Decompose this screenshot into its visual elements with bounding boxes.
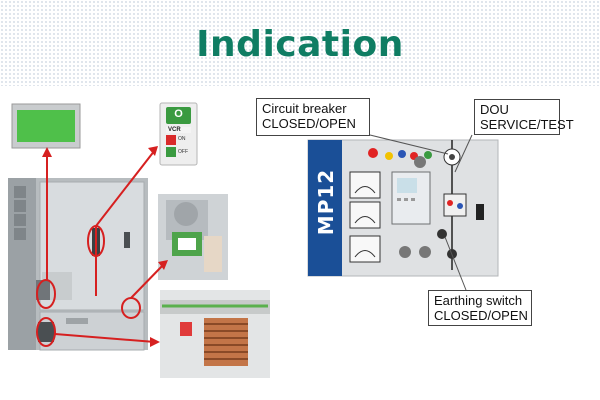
mechanism-photo — [158, 194, 228, 280]
dou-line2: SERVICE/TEST — [480, 117, 574, 132]
mp12-control-panel — [307, 134, 499, 291]
earthing-switch-line2: CLOSED/OPEN — [434, 308, 528, 323]
dou-line1: DOU — [480, 102, 509, 117]
circuit-breaker-line1: Circuit breaker — [262, 101, 347, 116]
circuit-breaker-line2: CLOSED/OPEN — [262, 116, 356, 131]
vcr-off-label: OFF — [178, 149, 188, 155]
vcr-top-indicator — [166, 107, 191, 124]
vcr-panel-photo — [159, 102, 198, 166]
arrowheads — [42, 146, 168, 347]
earthing-switch-line1: Earthing switch — [434, 293, 523, 308]
circuit-breaker-callout: Circuit breaker CLOSED/OPEN — [256, 98, 370, 136]
dou-callout: DOU SERVICE/TEST — [474, 99, 574, 135]
vcr-label: VCR — [168, 127, 181, 133]
lcd-screen — [17, 110, 75, 142]
vcr-on-button — [166, 135, 176, 145]
earthing-switch-callout: Earthing switch CLOSED/OPEN — [428, 290, 532, 326]
indicator-arrows — [36, 149, 166, 347]
vcr-off-button — [166, 147, 176, 157]
page-title: Indication — [196, 24, 404, 65]
contact-photo — [160, 290, 270, 378]
mp12-label: MP12 — [314, 168, 338, 236]
vcr-on-label: ON — [178, 136, 186, 142]
lcd-display-photo — [11, 103, 81, 149]
cabinet-photo — [8, 178, 148, 351]
dotted-header-background — [0, 0, 600, 86]
vcr-top-indicator-label: O — [174, 108, 183, 120]
